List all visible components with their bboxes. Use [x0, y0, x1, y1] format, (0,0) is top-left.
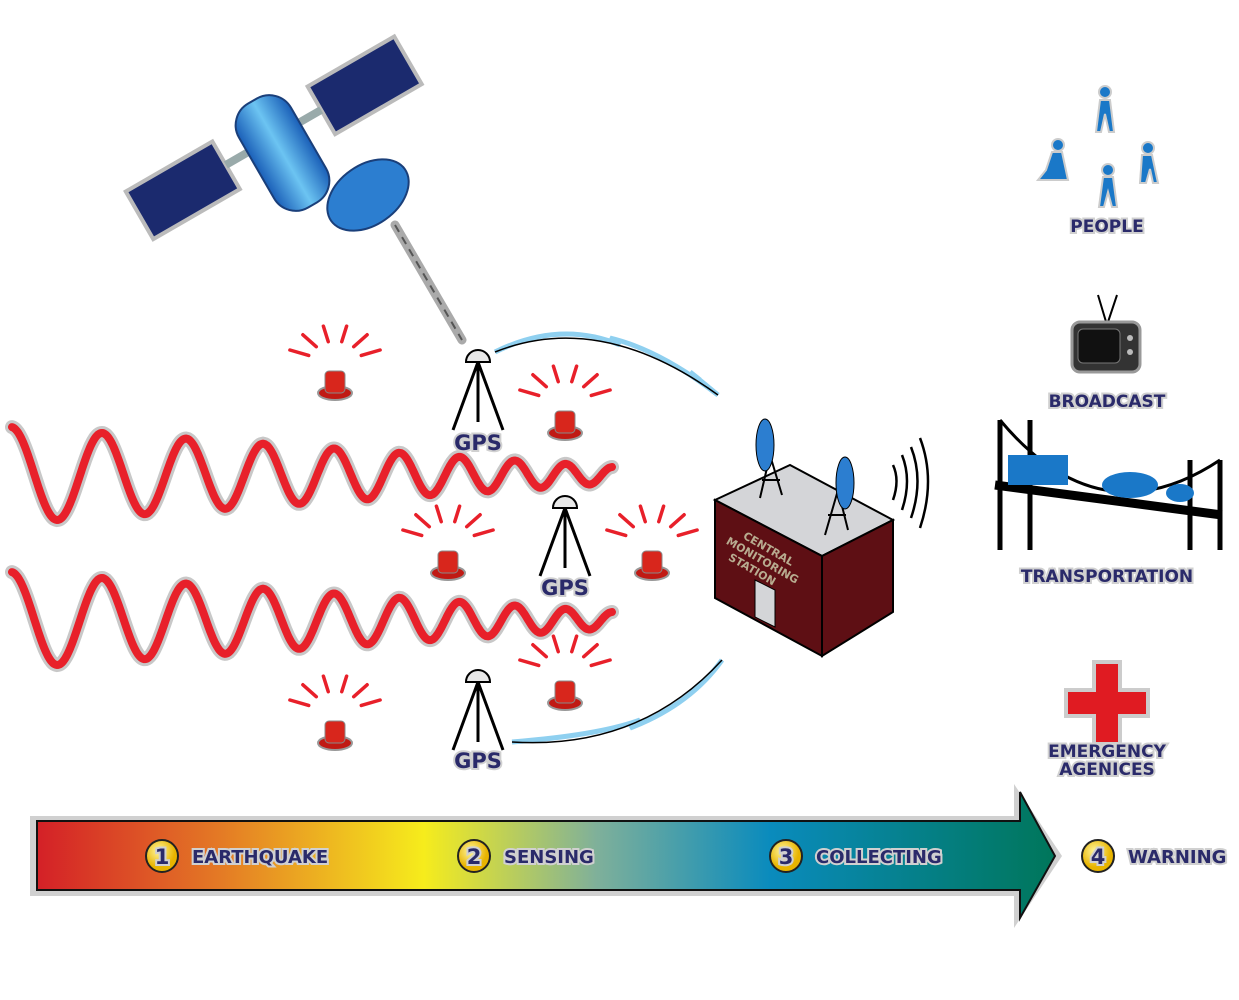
- step-label: COLLECTING: [816, 847, 942, 868]
- people-icon: [1035, 85, 1160, 208]
- people-label: PEOPLE: [1070, 217, 1143, 237]
- satellite-dish-icon: [824, 456, 855, 536]
- gps-label: GPS: [454, 431, 502, 455]
- step-4: 4 WARNING: [1081, 839, 1228, 873]
- gps-tripod-icon: [451, 669, 505, 751]
- emergency-label-line1: EMERGENCY: [1048, 742, 1167, 762]
- siren-icon: [401, 504, 495, 581]
- radio-waves-icon: [891, 437, 930, 529]
- television-icon: [1070, 294, 1142, 374]
- gps-station: GPS: [538, 495, 592, 602]
- siren-icon: [605, 504, 699, 581]
- step-number: 1: [155, 845, 170, 869]
- red-cross-icon: [1064, 660, 1150, 746]
- step-number: 3: [779, 845, 794, 869]
- step-3: 3 COLLECTING: [769, 839, 944, 873]
- broadcast-label: BROADCAST: [1049, 392, 1166, 412]
- seismic-wave-lower-core: [8, 568, 616, 670]
- step-number-badge: [457, 839, 491, 873]
- siren-icon: [518, 634, 612, 711]
- gps-station: GPS: [451, 349, 505, 457]
- step-2: 2 SENSING: [457, 839, 596, 873]
- step-number-badge: [145, 839, 179, 873]
- seismic-wave-upper-core: [8, 423, 616, 525]
- bridge-icon: [994, 419, 1223, 550]
- signal-bolt-upper-line: [494, 337, 719, 396]
- siren-icon: [288, 674, 382, 751]
- seismic-wave-upper: [5, 420, 619, 528]
- central-monitoring-station: CENTRAL MONITORING STATION: [712, 418, 930, 658]
- gps-tripod-icon: [451, 349, 505, 431]
- transportation-label: TRANSPORTATION: [1021, 567, 1193, 587]
- seismic-wave-lower: [5, 565, 619, 673]
- satellite-icon: [123, 33, 467, 345]
- step-1: 1 EARTHQUAKE: [145, 839, 330, 873]
- step-number-badge: [769, 839, 803, 873]
- siren-icon: [288, 324, 382, 401]
- process-arrow: [30, 784, 1062, 928]
- siren-icon: [518, 364, 612, 441]
- step-number-badge: [1081, 839, 1115, 873]
- gps-label: GPS: [454, 749, 502, 773]
- gps-tripod-icon: [538, 495, 592, 577]
- gps-station: GPS: [451, 669, 505, 775]
- step-number: 2: [467, 845, 482, 869]
- step-label: WARNING: [1128, 847, 1226, 868]
- step-number: 4: [1091, 845, 1106, 869]
- step-label: SENSING: [504, 847, 594, 868]
- gps-label: GPS: [541, 576, 589, 600]
- satellite-dish-icon: [755, 418, 783, 499]
- emergency-label-line2: AGENICES: [1059, 760, 1155, 780]
- signal-bolt-lower-line: [511, 659, 723, 744]
- signal-bolt-upper: [493, 331, 720, 397]
- step-label: EARTHQUAKE: [192, 847, 328, 868]
